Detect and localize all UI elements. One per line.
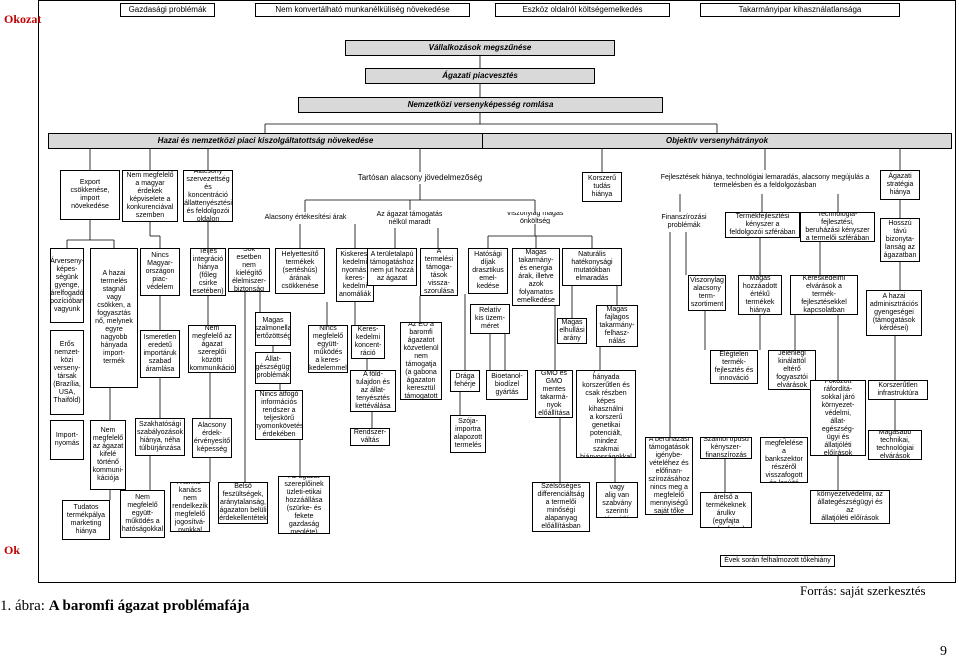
caption-title: A baromfi ágazat problémafája — [48, 598, 250, 614]
korszerutlen-telepek: A telepek jelentős hányada korszerűtlen … — [576, 370, 636, 458]
takarmanyipar: Takarmányipar kihasználatlansága — [700, 3, 900, 17]
agazati-strategia-hianya: Ágazati stratégia hiánya — [880, 170, 920, 200]
belso-feszultsegek: Belső feszültségek, aránytalanság, ágaza… — [218, 482, 268, 524]
caption: 1. ábra: A baromfi ágazat problémafája — [0, 598, 249, 615]
hazai-termeles-stagnal: A hazai termelés stagnál vagy csökken, a… — [90, 248, 138, 388]
ismeretlen-import: Ismeretlen eredetű importáruk szabad ára… — [140, 330, 180, 378]
kereskedelmi-elvarasok: Kereskedelmi elvárások a termék- fejlesz… — [790, 275, 858, 315]
bankszektor: Az ágazat megfelelése a bankszektor rész… — [760, 437, 808, 483]
agazati-piacvesztes: Ágazati piacvesztés — [365, 68, 595, 84]
eros-versenytarsak: Erős nemzet- közi verseny- társak (Brazí… — [50, 330, 84, 415]
kereskedelmi-koncentracio: Keres- kedelmi koncent- ráció — [351, 325, 385, 359]
tudatos-marketing: Tudatos termékpálya marketing hiánya — [62, 500, 110, 540]
nyomonkovetes: Nincs átfogó információs rendszer a telj… — [255, 390, 303, 440]
erdekervenyesito: Alacsony érdek- érvényesítő képesség — [192, 418, 232, 458]
termekanacs: A termé- kanács nem rendelkezik megfelel… — [170, 482, 210, 532]
alacsony-szervezettseg: Alacsony szervezettség és koncentráció á… — [183, 170, 233, 222]
naturalis-hatekonysag: Naturális hatékonysági mutatókban elmara… — [562, 248, 622, 286]
technologiafejlesztesi-kenyszer: Technológia- fejlesztési, beruházási kén… — [800, 212, 875, 242]
uzleti-etika: Az ágazat szereplőinek üzleti-etikai hoz… — [278, 476, 330, 534]
nemzetkozi-versenykepesseg: Nemzetközi versenyképesség romlása — [298, 97, 663, 113]
korszerutlen-infrastruktura: Korszerűtlen infrastruktúra — [868, 380, 928, 400]
helyettesito-termekek: Helyettesítő termékek (sertéshús) árának… — [275, 248, 325, 294]
tartosan-alacsony-jovedelmezoseg: Tartósan alacsony jövedelmezőség — [290, 172, 550, 184]
hozzaadott-ertek-hianya: Magas hozzáadott értékű termékek hiánya — [738, 275, 782, 315]
elelmiszerbiztonsag: Sok esetben nem kielégítő élelmiszer- bi… — [228, 248, 270, 292]
munkanelkuliseg: Nem konvertálható munkanélküliség növeke… — [255, 3, 470, 17]
erdekkepviselet: Nem megfelelő a magyar érdekek képvisele… — [122, 170, 178, 222]
magas-onkoltseg: Viszonylag magas önköltség — [490, 212, 580, 224]
elegtelen-innovacio: Elégtelen termék- fejlesztés és innováci… — [710, 350, 758, 384]
fejlesztesek-hianya: Fejlesztések hiánya, technológiai lemara… — [650, 170, 880, 194]
differencialtsag: Szélsőséges differenciáltság a termelői … — [532, 482, 590, 532]
teruletalapu-tamogatas: A területalapú támogatáshoz nem jut hozz… — [367, 248, 417, 286]
felhalmozott-tokehiany: Évek során felhalmozott tőkehiány — [720, 555, 835, 567]
szereplok-kommunikacio: Nem megfelelő az ágazat szereplői között… — [188, 325, 236, 373]
hatosagi-dijak: Hatósági díjak drasztikus emel- kedése — [468, 248, 508, 294]
termekfejlesztesi-kenyszer: Termékfejlesztési kényszer a feldolgozói… — [725, 212, 800, 238]
utanpotlas: Nincs, vagy alig van szabvány szerinti u… — [596, 482, 638, 518]
diagram-frame — [38, 0, 956, 583]
objektiv-versenyhatranyok: Objektív versenyhátrányok — [482, 133, 952, 149]
kenyszerfinanszirozas: Szállítói típusú kényszer- finanszírozás — [700, 437, 752, 459]
gazdasagi-problemak: Gazdasági problémák — [120, 3, 215, 17]
fajlagos-takarmany: Magas fajlagos takarmány- felhasz- nálás — [596, 305, 638, 347]
fokozott-eloirasok: Fokozott ráfordítá- sokkal járó környeze… — [810, 380, 866, 456]
tamogatas-nelkul: Az ágazat támogatás nélkül maradt — [372, 210, 447, 228]
allategeszsegugyi-problemak: Állat- egészségügyi problémák — [255, 352, 291, 384]
nincs-rendes: Nincs rendes árelső a termékeknek árulkv… — [700, 492, 752, 528]
felkeszuletlenseg: Felkészületlenség a környezetvédelmi, az… — [810, 490, 890, 524]
ok-label: Ok — [4, 543, 21, 557]
alacsony-ertekesitesi-arak: Alacsony értékesítési árak — [258, 212, 353, 224]
termelesi-tamogatasok: A termelési támoga- tások vissza- szorul… — [420, 248, 458, 296]
caption-prefix: 1. ábra: — [0, 598, 49, 614]
korszeru-tudas-hianya: Korszerű tudás hiánya — [582, 172, 622, 202]
eu-nem-tamogatja: Az EU a baromfi ágazatot közvetlenül nem… — [400, 322, 442, 400]
rendszervaltas: Rendszer- váltás — [350, 428, 390, 446]
egyuttmukodes-hatosagok: Nem megfelelő együtt- működés a hatóságo… — [120, 490, 165, 538]
arversenykepesseg: Árverseny- képes- ségünk gyenge, árelfog… — [50, 248, 84, 323]
szojaimport: Szója- importra alapozott termelés — [450, 415, 486, 453]
bioetanol-biodizel: Bioetanol- biodízel gyártás — [486, 370, 528, 400]
szalmonella-fertozottseg: Magas szalmonella fertőzöttség — [255, 312, 291, 346]
teljes-integracio-hianya: Teljes integráció hiánya (főleg csirke e… — [190, 248, 226, 296]
gmo-takarmany: GMO és GMO mentes takarmá- nyok előállít… — [535, 370, 573, 418]
nincs-piacvedelem: Nincs Magyar- országon piac- védelem — [140, 248, 180, 296]
szakhatosagi: Szakhatósági szabályozások hiánya, néha … — [135, 418, 185, 456]
magas-elhullas: Magas elhullási arány — [557, 318, 587, 344]
hazai-adminisztracio: A hazai adminisztrációs gyengeségei (tám… — [866, 290, 922, 336]
egyuttmukodes-kereskedelem: Nincs megfelelő együtt- működés a keres-… — [308, 325, 348, 373]
fogyasztoi-elvarasok: Jelenlegi kinálattól eltérő fogyasztói e… — [768, 350, 816, 390]
technikai-elvarasok: Magasabb technikai, technológiai elvárás… — [868, 430, 922, 460]
source-note: Forrás: saját szerkesztés — [800, 583, 926, 598]
hosszu-tavu-bizonytalansag: Hosszú távú bizonyta- lanság az ágazatba… — [880, 218, 920, 262]
page-number: 9 — [940, 644, 947, 659]
alacsony-termekszortiment: Viszonylag alacsony term- szortiment — [688, 275, 726, 311]
relativ-kis-uzemmeret: Relatív kis üzem- méret — [470, 304, 510, 334]
importnyomas: Import- nyomás — [50, 420, 84, 460]
export-csokkenese: Export csökkenése, import növekedése — [60, 170, 120, 220]
vallalkozasok-megszunese: Vállalkozások megszűnése — [345, 40, 615, 56]
sajat-toke-hianya: A beruházási támogatások igénybe- vételé… — [645, 437, 693, 515]
koltsegemelkedes: Eszköz oldalról költségemelkedés — [495, 3, 670, 17]
takarmany-energia-arak: Magas takarmány- és energia árak, illetv… — [512, 248, 560, 306]
finanszirozasi-problemak: Finanszírozási problémák — [655, 212, 713, 232]
foldtulajdon-kettevalasa: A föld- tulajdon és az állat- tenyésztés… — [350, 370, 396, 412]
nem-megfelelo-kommunikacio: Nem megfelelő az ágazat kifelé történő k… — [90, 420, 126, 490]
hazai-kiszolgaltatottsag: Hazai és nemzetközi piaci kiszolgáltatot… — [48, 133, 483, 149]
okozat-label: Okozat — [4, 12, 42, 26]
draga-feherje: Drága fehérje — [450, 370, 480, 392]
